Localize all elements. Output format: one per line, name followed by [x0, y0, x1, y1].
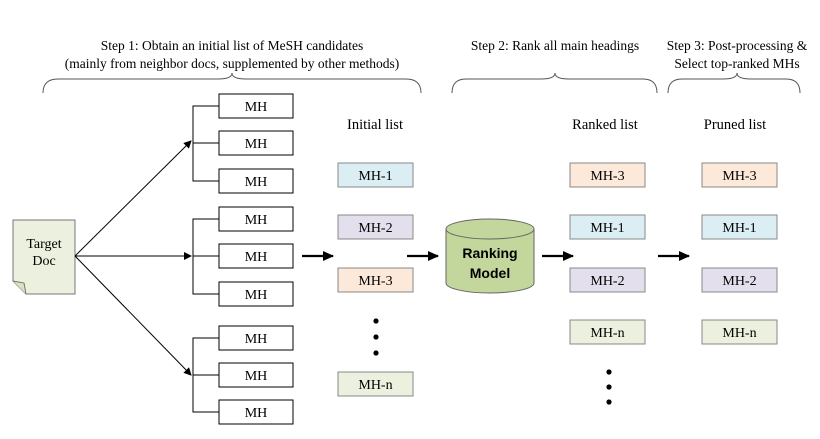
- list-item-label: MH-n: [722, 326, 756, 341]
- ranking-model-line1: Ranking: [462, 245, 517, 261]
- list-item: MH-1: [701, 214, 778, 240]
- candidate-label: MH: [245, 288, 268, 303]
- candidate-groups: MH MH MH MH MH MH MH MH MH: [218, 93, 294, 425]
- candidate-label: MH: [245, 369, 268, 384]
- list-item-box: [337, 214, 414, 240]
- list-item-label: MH-3: [590, 169, 624, 184]
- candidate-box: MH: [218, 281, 294, 307]
- list-item-box: [337, 267, 414, 293]
- pruned-list-title: Pruned list: [704, 117, 766, 133]
- ranking-model: Ranking Model: [445, 218, 535, 294]
- list-item-label: MH-n: [358, 378, 392, 393]
- ranked-list-ellipsis: [606, 369, 612, 405]
- candidate-box: MH: [218, 325, 294, 351]
- list-item: MH-1: [337, 162, 414, 188]
- group2-bracket: [192, 218, 219, 295]
- candidate-label: MH: [245, 250, 268, 265]
- candidate-box: MH: [218, 243, 294, 269]
- list-item-box: [569, 214, 646, 240]
- list-item: MH-n: [569, 319, 646, 345]
- target-doc-line2: Doc: [32, 254, 55, 269]
- step2-title: Step 2: Rank all main headings: [471, 38, 639, 53]
- candidate-label: MH: [245, 175, 268, 190]
- doc-to-group3-arrow: [74, 255, 192, 376]
- target-doc: Target Doc: [12, 219, 76, 295]
- candidate-label: MH: [245, 332, 268, 347]
- list-item-label: MH-3: [358, 274, 392, 289]
- list-item-label: MH-3: [722, 169, 756, 184]
- list-item-box: [701, 162, 778, 188]
- list-item-label: MH-2: [722, 274, 756, 289]
- list-item-label: MH-2: [590, 274, 624, 289]
- list-item: MH-n: [701, 319, 778, 345]
- list-item: MH-2: [569, 267, 646, 293]
- list-item: MH-3: [569, 162, 646, 188]
- initial-list-ellipsis: [373, 318, 379, 356]
- step1-title: Step 1: Obtain an initial list of MeSH c…: [101, 38, 363, 53]
- list-item-label: MH-1: [590, 221, 624, 236]
- list-item: MH-2: [701, 267, 778, 293]
- list-item: MH-n: [337, 371, 414, 397]
- step2-brace: [451, 72, 658, 94]
- list-item-box: [701, 267, 778, 293]
- list-item-box: [701, 214, 778, 240]
- step3-title: Step 3: Post-processing &: [667, 38, 808, 53]
- list-item-label: MH-n: [590, 326, 624, 341]
- candidate-label: MH: [245, 406, 268, 421]
- list-item: MH-3: [701, 162, 778, 188]
- candidate-box: MH: [218, 362, 294, 388]
- initial-list: MH-1 MH-2 MH-3 MH-n: [337, 162, 414, 397]
- candidate-box: MH: [218, 130, 294, 156]
- list-item-label: MH-2: [358, 221, 392, 236]
- pruned-list: MH-3 MH-1 MH-2 MH-n: [701, 162, 778, 345]
- list-item-label: MH-1: [722, 221, 756, 236]
- list-item-box: [701, 319, 778, 345]
- list-item: MH-3: [337, 267, 414, 293]
- candidate-box: MH: [218, 93, 294, 119]
- group3-bracket: [192, 337, 219, 413]
- list-item-box: [569, 267, 646, 293]
- step1-subtitle: (mainly from neighbor docs, supplemented…: [65, 56, 399, 71]
- group1-bracket: [192, 105, 219, 182]
- candidate-box: MH: [218, 168, 294, 194]
- list-item-box: [337, 162, 414, 188]
- candidate-box: MH: [218, 399, 294, 425]
- step3-brace: [667, 72, 801, 94]
- target-doc-line1: Target: [26, 237, 61, 252]
- step3-subtitle: Select top-ranked MHs: [674, 56, 799, 71]
- initial-list-title: Initial list: [347, 117, 403, 133]
- ranked-list: MH-3 MH-1 MH-2 MH-n: [569, 162, 646, 345]
- candidate-box: MH: [218, 206, 294, 232]
- list-item-box: [569, 319, 646, 345]
- list-item: MH-2: [337, 214, 414, 240]
- candidate-label: MH: [245, 213, 268, 228]
- list-item-box: [337, 371, 414, 397]
- list-item-box: [569, 162, 646, 188]
- step1-brace: [42, 72, 422, 94]
- doc-to-group1-arrow: [74, 140, 192, 257]
- candidate-label: MH: [245, 100, 268, 115]
- list-item: MH-1: [569, 214, 646, 240]
- ranked-list-title: Ranked list: [572, 117, 638, 133]
- candidate-label: MH: [245, 137, 268, 152]
- ranking-model-line2: Model: [470, 265, 510, 281]
- list-item-label: MH-1: [358, 169, 392, 184]
